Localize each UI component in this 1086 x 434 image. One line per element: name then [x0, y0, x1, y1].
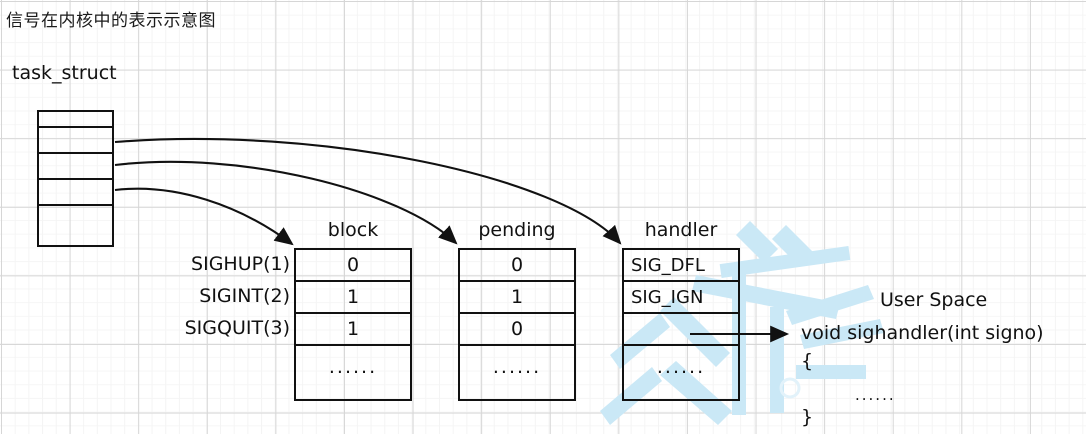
handler-table: SIG_DFL SIG_IGN ......	[622, 248, 740, 401]
pending-table: 0 1 0 ......	[458, 248, 576, 401]
task-struct-row	[39, 180, 112, 206]
pending-cell: 1	[460, 282, 574, 314]
task-struct-label: task_struct	[12, 62, 117, 84]
pending-cell: 0	[460, 250, 574, 282]
handler-cell: SIG_IGN	[624, 282, 738, 314]
task-struct-box	[37, 110, 114, 247]
block-table: 0 1 1 ......	[294, 248, 412, 401]
signal-name: SIGINT(2)	[199, 285, 290, 307]
page-title: 信号在内核中的表示示意图	[6, 11, 216, 31]
block-cell: 1	[296, 314, 410, 346]
signal-name: SIGHUP(1)	[191, 253, 290, 275]
column-header-handler: handler	[644, 219, 718, 241]
signal-name-list: SIGHUP(1) SIGINT(2) SIGQUIT(3)	[130, 248, 290, 344]
task-struct-row	[39, 154, 112, 180]
column-header-pending: pending	[478, 219, 556, 241]
block-cell-ellipsis: ......	[328, 356, 378, 378]
task-struct-row	[39, 206, 112, 243]
handler-cell-pointer	[624, 314, 738, 346]
user-space-body-ellipsis: ......	[855, 386, 896, 404]
block-cell: 1	[296, 282, 410, 314]
block-cell: 0	[296, 250, 410, 282]
user-space-brace-open: {	[801, 350, 814, 372]
task-struct-row	[39, 128, 112, 154]
user-space-brace-close: }	[801, 406, 814, 428]
user-space-function-signature: void sighandler(int signo)	[801, 322, 1044, 344]
user-space-title: User Space	[880, 289, 988, 311]
task-struct-row	[39, 112, 112, 128]
handler-cell-ellipsis: ......	[656, 356, 706, 378]
signal-name: SIGQUIT(3)	[184, 317, 290, 339]
column-header-block: block	[327, 219, 379, 241]
pending-cell: 0	[460, 314, 574, 346]
pending-cell-ellipsis: ......	[492, 356, 542, 378]
handler-cell: SIG_DFL	[624, 250, 738, 282]
